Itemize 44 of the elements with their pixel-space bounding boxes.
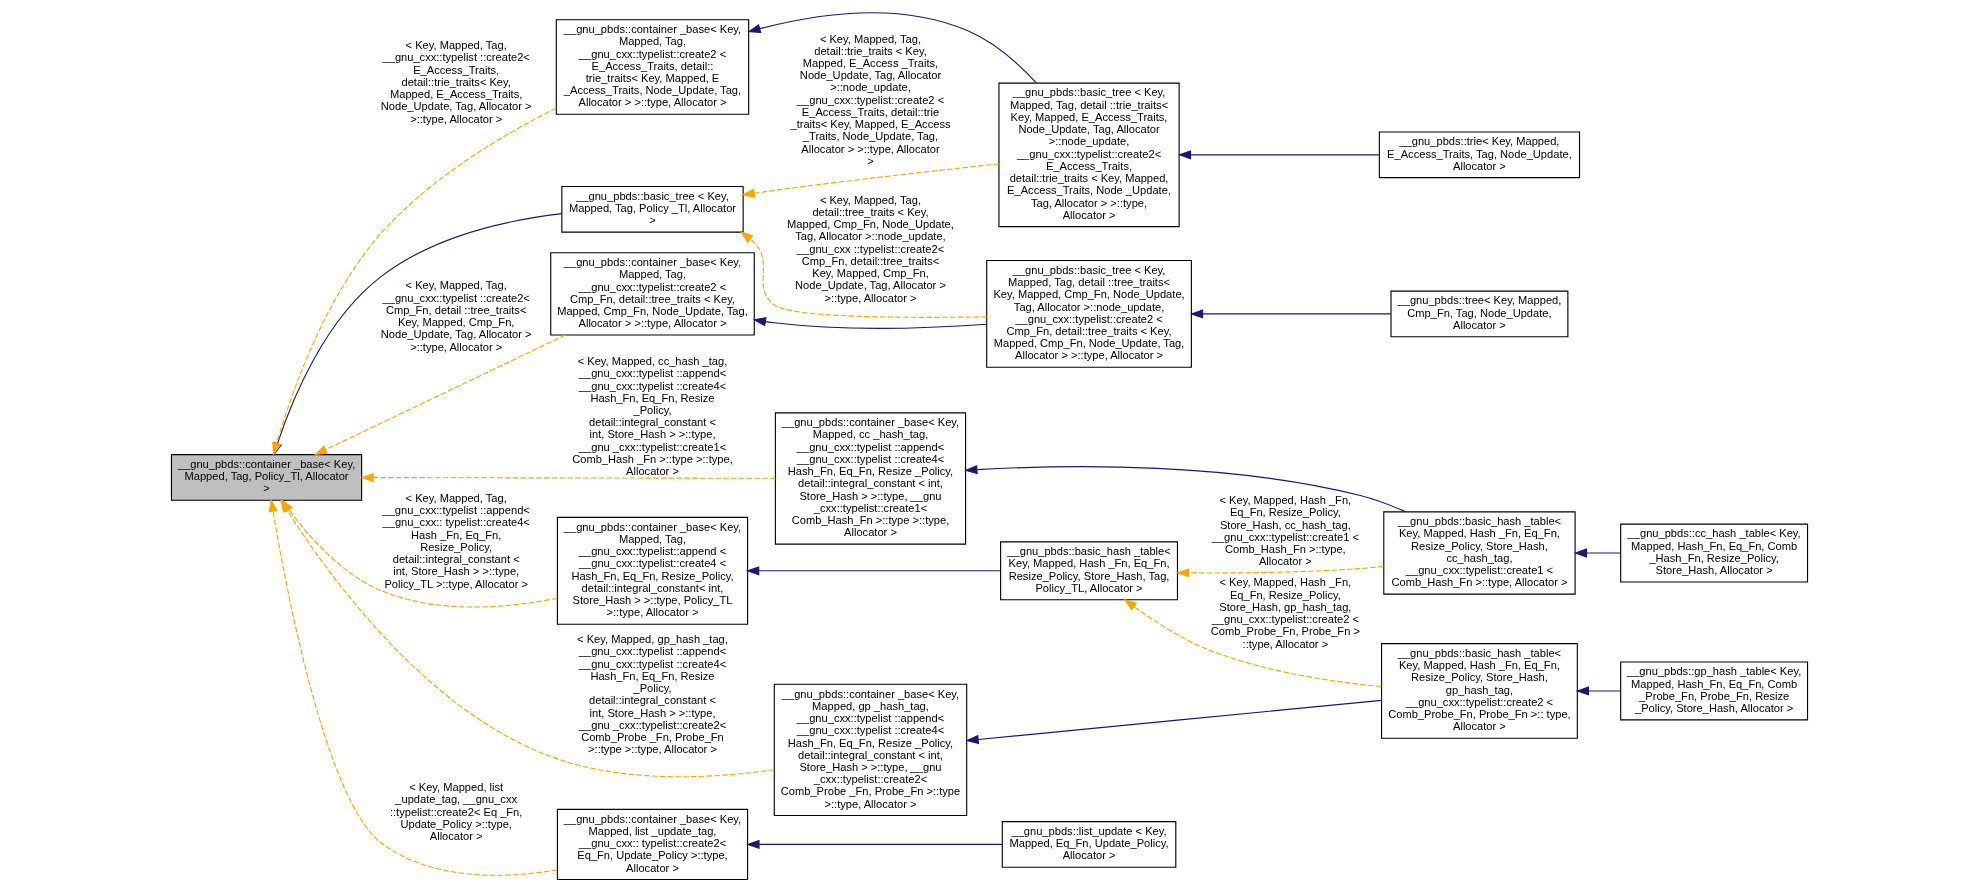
arrow (741, 163, 1000, 198)
node-box: __gnu_pbds::container _base< Key, Mapped, Tag, Policy_Tl, Allocator > (170, 454, 363, 501)
arrow (1189, 309, 1392, 319)
node-box: __gnu_pbds::container _base< Key, Mapped, list _update_tag, __gnu_cxx:: typelist::create2< Eq_Fn, Update_Policy >::type, Allocator > (556, 808, 749, 880)
node-box: __gnu_pbds::basic_tree < Key, Mapped, Tag, Policy _Tl, Allocator > (561, 186, 744, 233)
arrow (313, 334, 566, 456)
arrow (1175, 565, 1385, 578)
node-box: __gnu_pbds::gp_hash _table< Key, Mapped, Hash_Fn, Eq_Fn, Comb _Probe_Fn, Probe_Fn, Resize _Policy, Store_Hash, Allocator > (1620, 661, 1809, 721)
arrow (964, 464, 1407, 513)
node-box: __gnu_pbds::basic_hash _table< Key, Mapped, Hash _Fn, Eq_Fn, Resize_Policy, Store_Hash, cc_hash_tag, __gnu_cxx::typelist::create1 < Comb_Hash_Fn >::type, Allocator > (1383, 511, 1576, 595)
arrow (1177, 150, 1380, 160)
arrow (740, 231, 988, 318)
arrow (752, 317, 988, 329)
node-box: __gnu_pbds::basic_hash _table< Key, Mapped, Hash _Fn, Eq_Fn, Resize_Policy, Store_Hash, Tag, Policy_TL, Allocator > (1000, 541, 1179, 601)
node-box: __gnu_pbds::container _base< Key, Mapped, Tag, __gnu_cxx::typelist::append < __gnu_cxx::typelist::create4 < Hash_Fn, Eq_Fn, Resize_Policy, detail::integral_constant< int, Store_Hash > >::type, Policy_TL >::type, Allocator > (556, 516, 749, 625)
arrow (747, 12, 1037, 84)
node-box: __gnu_pbds::basic_hash _table< Key, Mapped, Hash _Fn, Eq_Fn, Resize_Policy, Store_Hash, gp_hash_tag, __gnu_cxx::typelist::create2 < Comb_Probe_Fn, Probe_Fn >:: type, Allocator > (1381, 643, 1578, 739)
node-box: __gnu_pbds::list_update < Key, Mapped, Eq_Fn, Update_Policy, Allocator > (1001, 821, 1177, 868)
arrow (360, 472, 776, 483)
edge-label: < Key, Mapped, Tag, __gnu_cxx::typelist ::append< __gnu_cxx:: typelist::create4< Hash _Fn, Eq_Fn, Resize_Policy, detail::integral_constant < int, Store_Hash > >::type, Policy_TL >::type, Allocator > (382, 491, 530, 590)
node-box: __gnu_pbds::container _base< Key, Mapped, Tag, __gnu_cxx::typelist::create2 < Cmp_Fn, detail::tree_traits < Key, Mapped, Cmp_Fn, Node_Update, Tag, Allocator > >::type, Allocator > (550, 252, 755, 336)
edge-label: < Key, Mapped, list _update_tag, __gnu_cxx ::typelist::create2< Eq _Fn, Update_Policy >::type, Allocator > (389, 781, 523, 842)
arrow (1573, 548, 1622, 558)
edge-label: < Key, Mapped, Tag, detail::tree_traits < Key, Mapped, Cmp_Fn, Node_Update, Tag, Allocator >::node_update, __gnu_cxx ::typelist::create2< Cmp_Fn, detail::tree_traits< Key, Mapped, Cmp_Fn, Node_Update, Tag, Allocator > >::type, Allocator > (787, 193, 954, 304)
node-box: __gnu_pbds::tree< Key, Mapped, Cmp_Fn, Tag, Node_Update, Allocator > (1390, 290, 1569, 338)
arrow (965, 699, 1383, 745)
node-box: __gnu_pbds::basic_tree < Key, Mapped, Tag, detail ::tree_traits< Key, Mapped, Cmp_Fn, Node_Update, Tag, Allocator >::node_update, __gnu_cxx::typelist::create2 < Cmp_Fn, detail::tree_traits < Key, Mapped, Cmp_Fn, Node_Update, Tag, Allocator > >::type, Allocator > (986, 259, 1192, 368)
edge-label: < Key, Mapped, Hash _Fn, Eq_Fn, Resize_Policy, Store_Hash, cc_hash_tag, __gnu_cxx::typelist::create1 < Comb_Hash_Fn >::type, Allocator > (1211, 494, 1359, 568)
node-box: __gnu_pbds::container _base< Key, Mapped, gp _hash_tag, __gnu_cxx::typelist ::append< __gnu_cxx::typelist ::create4< Hash_Fn, Eq_Fn, Resize _Policy, detail::integral_constant < int, Store_Hash > >::type, __gnu _cxx::typelist::create2< Comb_Probe _Fn, Probe_Fn >::type >::type, Allocator > (773, 683, 968, 817)
node-box: __gnu_pbds::trie< Key, Mapped, E_Access_Traits, Tag, Node_Update, Allocator > (1378, 131, 1581, 179)
arrow (1123, 598, 1382, 688)
edge-label: < Key, Mapped, Tag, __gnu_cxx::typelist ::create2< Cmp_Fn, detail ::tree_traits< Key, Mapped, Cmp_Fn, Node_Update, Tag, Allocator > >::type, Allocator > (380, 279, 532, 353)
edge-label: < Key, Mapped, Hash _Fn, Eq_Fn, Resize_Policy, Store_Hash, gp_hash_tag, __gnu_cxx::typelist::create2 < Comb_Probe_Fn, Probe_Fn > ::type, Allocator > (1210, 576, 1360, 650)
node-box: __gnu_pbds::cc_hash _table< Key, Mapped, Hash_Fn, Eq_Fn, Comb _Hash_Fn, Resize_Policy, Store_Hash, Allocator > (1620, 523, 1809, 583)
node-box: __gnu_pbds::container _base< Key, Mapped, Tag, __gnu_cxx::typelist::create2 < E_Access_Traits, detail:: trie_traits< Key, Mapped, E _Access_Traits, Node_Update, Tag, Allocator > >::type, Allocator > (555, 19, 750, 115)
edge-label: < Key, Mapped, Tag, detail::trie_traits < Key, Mapped, E_Access _Traits, Node_Update, Tag, Allocator >::node_update, __gnu_cxx::typelist::create2 < E_Access_Traits, detail::trie _traits< Key, Mapped, E_Access _Traits, Node_Update, Tag, Allocator > >::type, Allocator > (790, 32, 951, 167)
node-box: __gnu_pbds::container _base< Key, Mapped, cc _hash_tag, __gnu_cxx::typelist ::append< __gnu_cxx::typelist ::create4< Hash_Fn, Eq_Fn, Resize _Policy, detail::integral_constant < int, Store_Hash > >::type, __gnu _cxx::typelist::create1< Comb_Hash_Fn >::type >::type, Allocator > (774, 412, 967, 545)
edge-label: < Key, Mapped, Tag, __gnu_cxx::typelist ::create2< E_Access_Traits, detail::trie_traits< Key, Mapped, E_Access_Traits, Node_Update, Tag, Allocator > >::type, Allocator > (380, 39, 532, 125)
edge-label: < Key, Mapped, gp_hash _tag, __gnu_cxx::typelist ::append< __gnu_cxx::typelist ::create4< Hash_Fn, Eq_Fn, Resize _Policy, detail::integral_constant < int, Store_Hash > >::type, __gnu _cxx::typelist::create2< Comb_Probe _Fn, Probe_Fn >::type >::type, Allocator > (577, 633, 728, 756)
arrow (745, 566, 1002, 576)
node-box: __gnu_pbds::basic_tree < Key, Mapped, Tag, detail ::trie_traits< Key, Mapped, E_Access_Traits, Node_Update, Tag, Allocator >::node_update, __gnu_cxx::typelist::create2< E_Access_Traits, detail::trie_traits < Key, Mapped, E_Access_Traits, Node _Update, Tag, Allocator > >::type, Allocator > (998, 82, 1180, 228)
arrow (1575, 686, 1622, 696)
arrow (746, 839, 1003, 850)
edge-label: < Key, Mapped, cc_hash _tag, __gnu_cxx::typelist ::append< __gnu_cxx::typelist ::create4< Hash_Fn, Eq_Fn, Resize _Policy, detail::integral_constant < int, Store_Hash > >::type, __gnu _cxx::typelist::create1< Comb_Hash _Fn >::type >::type, Allocator > (572, 355, 733, 478)
